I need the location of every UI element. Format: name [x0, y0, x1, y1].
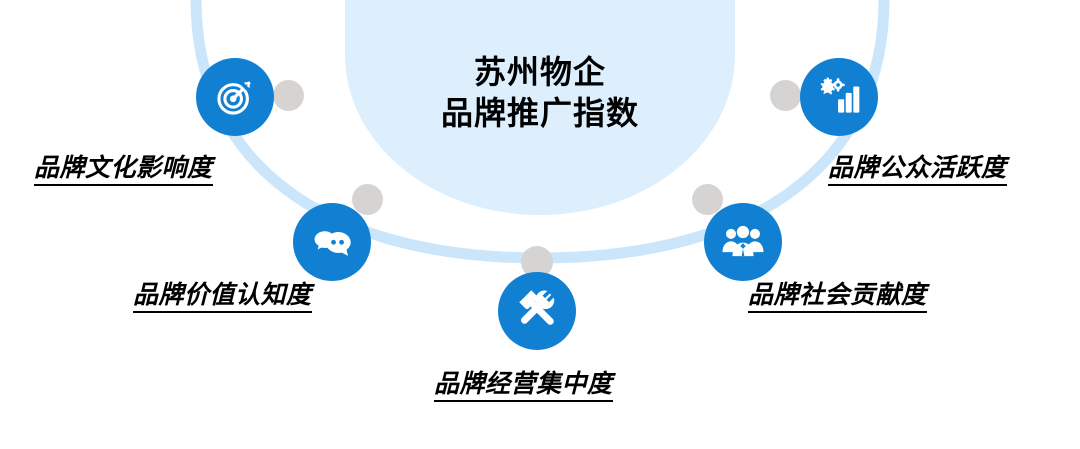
target-icon [217, 81, 251, 115]
center-title-line-2: 品牌推广指数 [440, 94, 639, 131]
center-title-line-1: 苏州物企 [473, 54, 606, 90]
connector-dot [692, 184, 723, 215]
icon-badge[interactable] [293, 203, 371, 281]
connector-dot [273, 80, 304, 111]
connector-dot [770, 80, 801, 111]
node-label: 品牌文化影响度 [34, 156, 213, 186]
speech-bubbles-icon [312, 228, 351, 256]
people-group-icon [722, 225, 764, 257]
icon-badge[interactable] [800, 58, 878, 136]
icon-badge[interactable] [704, 203, 782, 281]
bar-chart-gear-icon [820, 77, 860, 113]
tools-icon [519, 290, 555, 325]
node-label: 品牌价值认知度 [133, 283, 312, 313]
node-label: 品牌社会贡献度 [748, 283, 927, 313]
icon-badge[interactable] [498, 272, 576, 350]
icon-badge[interactable] [196, 58, 274, 136]
node-label: 品牌经营集中度 [434, 372, 613, 402]
center-title: 苏州物企 品牌推广指数 [390, 52, 690, 134]
node-label: 品牌公众活跃度 [828, 156, 1007, 186]
connector-dot [352, 184, 383, 215]
inner-dome-shape [345, 0, 735, 215]
